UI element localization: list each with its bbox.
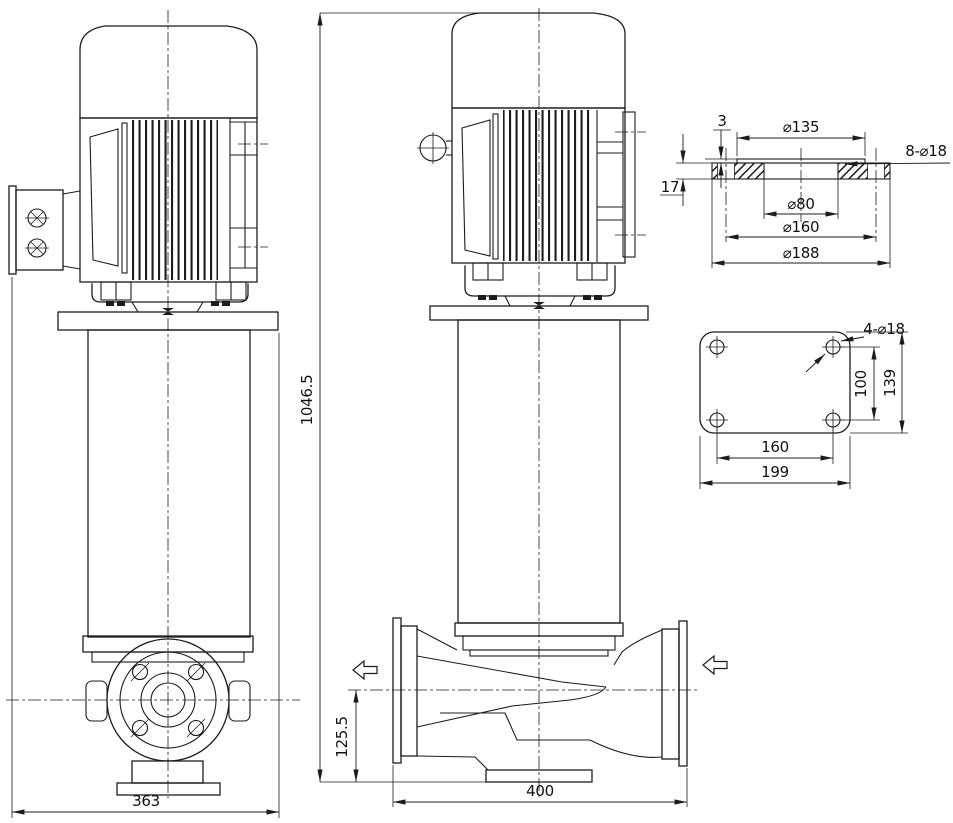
dim-label-8x18: 8-⌀18 [905,142,947,160]
dimension-raised-face-diameter: ⌀135 [736,118,866,156]
foot-bolt [478,295,486,300]
dimension-bolt-circle: ⌀160 [726,218,876,240]
flange-detail-view: 3 17 ⌀135 8-⌀18 [660,112,951,268]
hatched-section [837,162,868,180]
inlet-flange [678,620,688,767]
foot-bolt [594,295,602,300]
column-step [469,649,609,657]
volute-channel [440,712,663,758]
dimension-flange-thickness: 17 [660,134,712,206]
motor-front [79,25,268,283]
dimension-hole-spacing-width: 160 [716,428,834,464]
plate-hole-callout: 4-⌀18 [805,320,905,373]
front-view: 363 [6,10,300,818]
foot-bolt [106,301,114,306]
side-port-boss [85,680,108,722]
tie-rod-strip [492,113,499,260]
pump-foot-side [485,769,593,783]
dimension-bore-diameter: ⌀80 [763,179,839,219]
dimension-overall-height: 1046.5 [298,12,486,783]
dim-label-1046.5: 1046.5 [298,375,316,426]
dim-label-188: ⌀188 [783,244,819,262]
dimension-hole-spacing-depth: 100 [841,346,880,421]
motor-body [79,117,258,283]
tie-rod-strip [121,122,128,274]
dim-label-17: 17 [661,178,680,196]
bolt-hole-callout: 8-⌀18 [844,142,951,167]
flange-bolt-hole [130,662,150,682]
terminal-box-body [15,189,64,271]
suction-cone-lower [416,686,607,728]
dimension-overall-width: 363 [11,277,280,818]
fan-cover [79,25,258,119]
foot-bolt [117,301,125,306]
lifting-eyebolt [417,132,452,164]
dimension-outer-diameter: ⌀188 [711,179,891,268]
terminal-box [8,185,81,275]
dim-label-135: ⌀135 [783,118,819,136]
dimension-suction-height: 125.5 [333,690,359,782]
plate-bolt-hole [706,409,728,431]
dim-label-139: 139 [881,369,899,397]
flange-section [711,158,891,180]
side-port-boss [228,680,251,722]
dim-label-160-plate: 160 [761,438,789,456]
dim-label-125.5: 125.5 [333,716,351,757]
plate-bolt-hole [706,336,728,358]
flange-bolt-hole [186,718,206,738]
pump-barrel [87,329,251,638]
plate-bolt-hole [822,409,844,431]
terminal-bolt [25,208,49,228]
pump-foot-front [116,760,221,796]
dim-label-3: 3 [717,112,726,130]
flow-direction-arrow-outlet [352,659,378,681]
flange-bolt-hole [186,662,206,682]
side-cover-plate [461,119,491,257]
motor-base-front [91,281,249,315]
foot-bolt [222,301,230,306]
suction-flange-face [85,638,251,762]
mounting-plate-outline [699,331,851,434]
mounting-plate-detail-view: 4-⌀18 100 139 160 [699,320,908,489]
terminal-box-flange [8,185,17,275]
dim-label-400: 400 [526,782,554,800]
fan-cover [451,12,626,109]
conduit-strip [622,111,636,258]
motor-side [417,12,646,264]
hatched-section [884,162,891,180]
side-view: 1046.5 125.5 400 [298,8,728,807]
suction-cone-upper [416,655,607,688]
volute-casing [392,617,688,783]
dim-label-199: 199 [761,463,789,481]
dim-label-160: ⌀160 [783,218,819,236]
motor-body [451,107,626,264]
dimension-port-width: 400 [392,765,688,807]
dim-label-363: 363 [132,792,160,810]
side-cover-plate [89,128,119,267]
cooling-fins [131,120,218,280]
cooling-fins [503,110,593,261]
hatched-section [711,162,718,180]
outlet-flange [392,617,402,764]
motor-base-side [464,262,616,309]
terminal-bolt [25,238,49,258]
foot-bolt [211,301,219,306]
flange-bolt-hole [130,718,150,738]
plate-bolt-hole [822,336,844,358]
dim-label-80: ⌀80 [787,195,814,213]
dim-label-100: 100 [852,370,870,398]
foot-bolt [489,295,497,300]
hatched-section [734,162,765,180]
dimension-plate-width: 199 [699,436,851,489]
foot-bolt [583,295,591,300]
dim-label-4x18: 4-⌀18 [863,320,905,338]
dimension-plate-depth: 139 [846,331,908,434]
flow-direction-arrow-inlet [702,654,728,676]
dimension-raised-face-height: 3 [705,112,737,188]
